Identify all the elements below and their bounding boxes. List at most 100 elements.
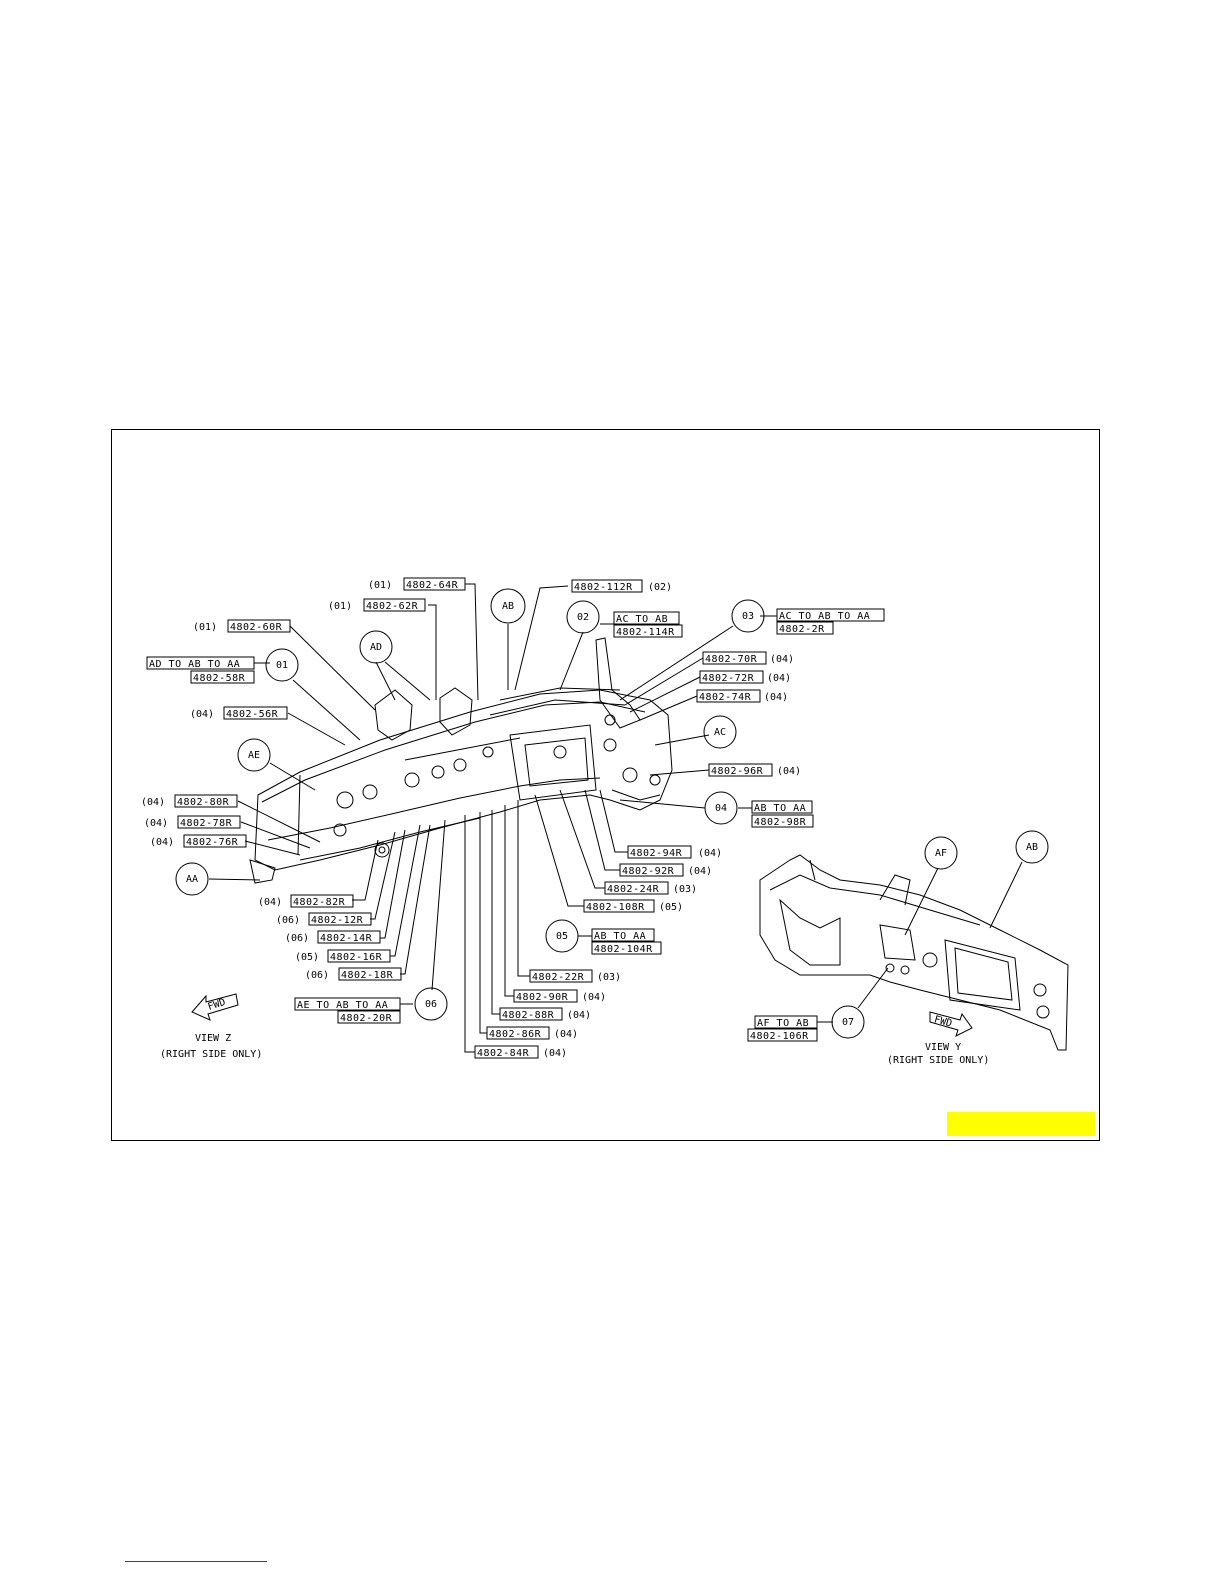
- qty-p12: (06): [276, 915, 300, 926]
- qty-p70: (04): [770, 654, 794, 665]
- part-4802-64r: 4802-64R: [406, 580, 459, 591]
- fwd-arrow-right: [929, 1011, 973, 1037]
- callout-06: 06: [425, 999, 437, 1010]
- part-4802-72r: 4802-72R: [702, 673, 755, 684]
- view-y-title: VIEW Y: [925, 1042, 961, 1053]
- part-4802-104r: 4802-104R: [594, 944, 653, 955]
- qty-p84: (04): [543, 1048, 567, 1059]
- route-p106: AF TO AB: [757, 1018, 809, 1029]
- qty-p56: (04): [190, 709, 214, 720]
- qty-p62: (01): [328, 601, 352, 612]
- part-4802-114r: 4802-114R: [616, 627, 675, 638]
- qty-p74: (04): [764, 692, 788, 703]
- qty-p16: (05): [295, 952, 319, 963]
- part-4802-12r: 4802-12R: [311, 915, 364, 926]
- qty-p60: (01): [193, 622, 217, 633]
- callout-ab-view-y: AB: [1026, 842, 1038, 853]
- qty-p18: (06): [305, 970, 329, 981]
- part-4802-76r: 4802-76R: [186, 837, 239, 848]
- view-z-title: VIEW Z: [195, 1033, 231, 1044]
- part-4802-96r: 4802-96R: [711, 766, 764, 777]
- part-4802-80r: 4802-80R: [177, 797, 230, 808]
- qty-p64: (01): [368, 580, 392, 591]
- part-4802-62r: 4802-62R: [366, 601, 419, 612]
- qty-p78: (04): [144, 818, 168, 829]
- link-underline[interactable]: [125, 1561, 267, 1562]
- callout-ae: AE: [248, 750, 260, 761]
- callout-03: 03: [742, 611, 754, 622]
- view-y-panel-outline: [759, 854, 1069, 1051]
- route-p58: AD TO AB TO AA: [149, 659, 240, 670]
- part-4802-60r: 4802-60R: [230, 622, 283, 633]
- rail-holes: [333, 714, 661, 858]
- route-p2: AC TO AB TO AA: [779, 611, 870, 622]
- part-4802-58r: 4802-58R: [193, 673, 246, 684]
- leader-lines: [208, 583, 1023, 1053]
- part-4802-74r: 4802-74R: [699, 692, 752, 703]
- drawing-frame: [111, 429, 1100, 1141]
- qty-p72: (04): [767, 673, 791, 684]
- part-4802-90r: 4802-90R: [516, 992, 569, 1003]
- highlight-box: [947, 1112, 1095, 1136]
- fwd-label-left: FWD: [206, 997, 227, 1013]
- labels-text: (01) 4802-64R (01) 4802-62R (01) 4802-60…: [141, 580, 1038, 1066]
- qty-p108: (05): [659, 902, 683, 913]
- callout-07: 07: [842, 1017, 854, 1028]
- part-4802-82r: 4802-82R: [293, 897, 346, 908]
- qty-p14: (06): [285, 933, 309, 944]
- callout-02: 02: [577, 612, 589, 623]
- callout-01: 01: [276, 660, 288, 671]
- callout-aa: AA: [186, 874, 198, 885]
- qty-p92: (04): [688, 866, 712, 877]
- route-p104: AB TO AA: [594, 931, 646, 942]
- qty-p82: (04): [258, 897, 282, 908]
- label-boxes: [146, 577, 885, 1059]
- part-4802-106r: 4802-106R: [750, 1031, 809, 1042]
- qty-p96: (04): [777, 766, 801, 777]
- qty-p24: (03): [673, 884, 697, 895]
- part-4802-2r: 4802-2R: [779, 624, 825, 635]
- qty-p112: (02): [648, 582, 672, 593]
- part-4802-108r: 4802-108R: [586, 902, 645, 913]
- callout-circles: [175, 588, 1049, 1039]
- callout-af: AF: [935, 848, 947, 859]
- part-4802-98r: 4802-98R: [754, 817, 807, 828]
- part-4802-88r: 4802-88R: [502, 1010, 555, 1021]
- callout-ac: AC: [714, 727, 726, 738]
- rail-assembly-outline: [249, 637, 673, 884]
- qty-p88: (04): [567, 1010, 591, 1021]
- part-4802-86r: 4802-86R: [489, 1029, 542, 1040]
- part-4802-20r: 4802-20R: [340, 1013, 393, 1024]
- part-4802-56r: 4802-56R: [226, 709, 279, 720]
- route-p114: AC TO AB: [616, 614, 668, 625]
- view-y-subtitle: (RIGHT SIDE ONLY): [887, 1055, 989, 1066]
- callout-04: 04: [715, 803, 727, 814]
- part-4802-24r: 4802-24R: [607, 884, 660, 895]
- part-4802-16r: 4802-16R: [330, 952, 383, 963]
- callout-ad: AD: [370, 642, 382, 653]
- view-y-holes: [885, 952, 1050, 1019]
- callout-05: 05: [556, 931, 568, 942]
- part-4802-92r: 4802-92R: [622, 866, 675, 877]
- fwd-arrow-left: [191, 993, 239, 1021]
- part-4802-94r: 4802-94R: [630, 848, 683, 859]
- part-4802-84r: 4802-84R: [477, 1048, 530, 1059]
- qty-p90: (04): [582, 992, 606, 1003]
- fwd-label-right: FWD: [933, 1014, 953, 1029]
- qty-p22: (03): [597, 972, 621, 983]
- part-4802-70r: 4802-70R: [705, 654, 758, 665]
- qty-p76: (04): [150, 837, 174, 848]
- part-4802-14r: 4802-14R: [320, 933, 373, 944]
- part-4802-112r: 4802-112R: [574, 582, 633, 593]
- part-4802-78r: 4802-78R: [180, 818, 233, 829]
- part-4802-22r: 4802-22R: [532, 972, 585, 983]
- part-4802-18r: 4802-18R: [341, 970, 394, 981]
- qty-p80: (04): [141, 797, 165, 808]
- route-p20: AE TO AB TO AA: [297, 1000, 388, 1011]
- callout-ab: AB: [502, 601, 514, 612]
- view-z-subtitle: (RIGHT SIDE ONLY): [160, 1049, 262, 1060]
- qty-p94: (04): [698, 848, 722, 859]
- qty-p86: (04): [554, 1029, 578, 1040]
- route-p98: AB TO AA: [754, 803, 806, 814]
